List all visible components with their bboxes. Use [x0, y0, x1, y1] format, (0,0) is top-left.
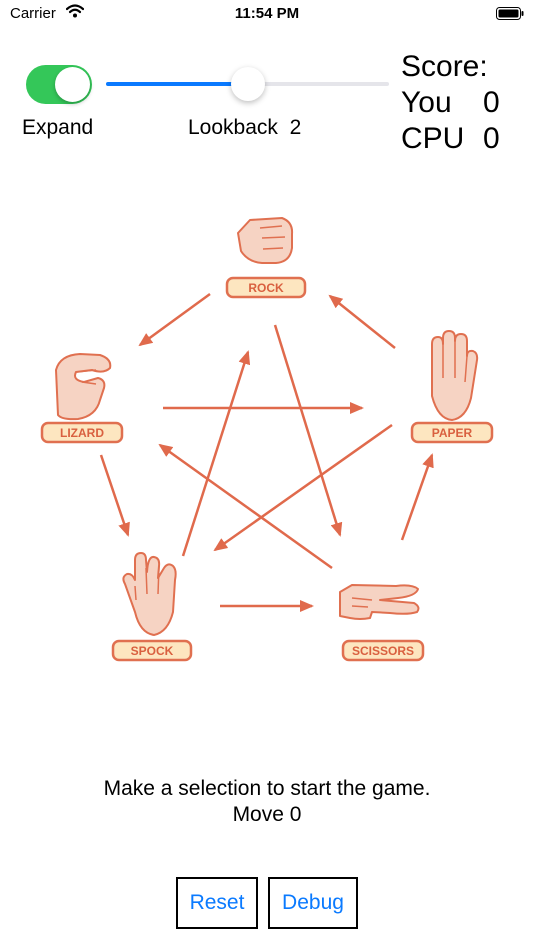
spock-hand-icon [122, 552, 177, 636]
score-cpu-value: 0 [483, 122, 500, 155]
rock-label: ROCK [248, 281, 284, 295]
score-cpu-row: CPU 0 [401, 122, 521, 156]
spock-label-plate [111, 639, 193, 662]
lizard-hand-icon [55, 353, 112, 421]
arrow-rock-to-scissors [273, 324, 343, 537]
lizard-label: LIZARD [60, 426, 104, 440]
expand-label: Expand [22, 116, 94, 139]
paper-label: PAPER [432, 426, 473, 440]
arrows [99, 292, 434, 612]
arrow-rock-to-lizard [138, 292, 211, 347]
expand-toggle[interactable] [26, 65, 92, 104]
scissors-option[interactable]: SCISSORS [339, 584, 425, 662]
lizard-option[interactable]: LIZARD [40, 353, 124, 444]
rock-label-plate [225, 276, 307, 299]
slider-thumb[interactable] [231, 67, 265, 101]
arrow-scissors-to-paper [400, 453, 434, 541]
rock-hand-icon [237, 217, 294, 264]
paper-label-plate [410, 421, 494, 444]
arrow-paper-to-spock [213, 423, 393, 552]
arrow-paper-to-rock [328, 294, 396, 349]
paper-hand-icon [431, 330, 479, 421]
debug-button[interactable]: Debug [268, 877, 358, 929]
score-you-row: You 0 [401, 86, 521, 120]
lizard-label-plate [40, 421, 124, 444]
battery-icon [496, 7, 524, 20]
spock-option[interactable]: SPOCK [111, 552, 193, 662]
rock-option[interactable]: ROCK [225, 217, 307, 299]
reset-button[interactable]: Reset [176, 877, 258, 929]
score-title: Score: [401, 50, 488, 83]
score-you-value: 0 [483, 86, 500, 119]
toggle-knob[interactable] [55, 67, 90, 102]
arrow-scissors-to-lizard [158, 443, 333, 570]
lookback-label: Lookback 2 [188, 116, 302, 139]
lookback-slider[interactable] [106, 67, 389, 101]
rpsls-diagram: ROCK PAPER SCISSORS SPOCK LI [40, 217, 494, 662]
score-you-label: You [401, 86, 452, 119]
score-cpu-label: CPU [401, 122, 465, 155]
arrow-lizard-to-spock [99, 454, 130, 537]
game-message: Make a selection to start the game. Move… [0, 776, 534, 828]
scissors-label-plate [341, 639, 425, 662]
paper-option[interactable]: PAPER [410, 330, 494, 444]
status-bar: Carrier 11:54 PM [0, 0, 534, 30]
slider-track-filled [106, 82, 248, 86]
move-counter: Move 0 [232, 803, 302, 826]
spock-label: SPOCK [131, 644, 174, 658]
wifi-icon [66, 4, 84, 18]
scissors-label: SCISSORS [352, 644, 414, 658]
clock: 11:54 PM [234, 5, 300, 22]
scissors-hand-icon [339, 584, 420, 620]
status-text: Make a selection to start the game. [103, 777, 431, 800]
slider-track-empty [248, 82, 389, 86]
arrow-spock-to-rock [181, 350, 251, 557]
carrier-label: Carrier [10, 5, 56, 22]
